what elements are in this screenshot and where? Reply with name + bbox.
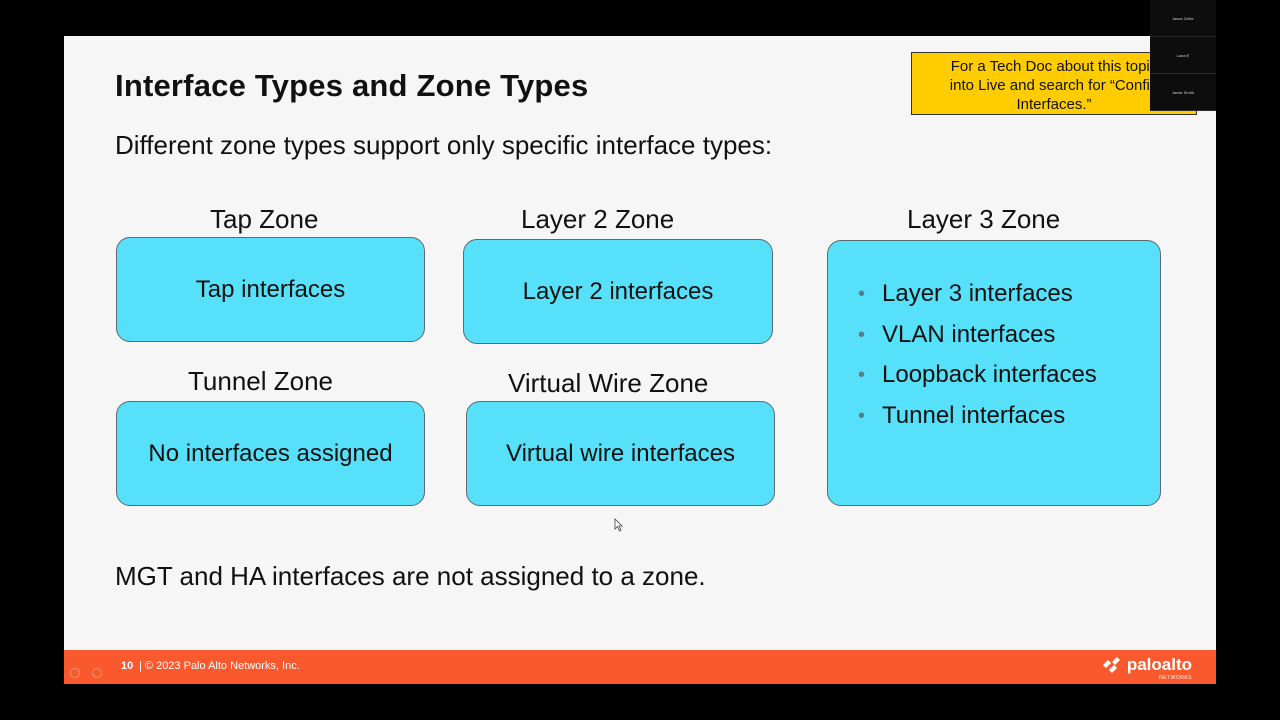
participant-tile[interactable]: Jason Zeller — [1150, 0, 1216, 37]
bullet-icon: • — [858, 396, 865, 437]
layer3-zone-label: Layer 3 Zone — [907, 204, 1060, 235]
layer2-zone-label: Layer 2 Zone — [521, 204, 674, 235]
vwire-zone-box: Virtual wire interfaces — [466, 401, 775, 506]
list-item: •Layer 3 interfaces — [858, 274, 1097, 315]
layer2-zone-box: Layer 2 interfaces — [463, 239, 773, 344]
layer3-zone-box: •Layer 3 interfaces •VLAN interfaces •Lo… — [827, 240, 1161, 506]
tunnel-zone-label: Tunnel Zone — [188, 366, 333, 397]
bullet-icon: • — [858, 274, 865, 315]
list-item: •Loopback interfaces — [858, 355, 1097, 396]
list-item: •Tunnel interfaces — [858, 396, 1097, 437]
next-slide-icon[interactable] — [92, 668, 102, 678]
logo-text: paloalto — [1127, 657, 1192, 673]
vwire-zone-content: Virtual wire interfaces — [506, 440, 735, 468]
participant-name: Lana E — [1177, 53, 1190, 58]
page-number: 10 — [121, 660, 133, 672]
tap-zone-label: Tap Zone — [210, 204, 318, 235]
bullet-icon: • — [858, 315, 865, 356]
participant-panel: Jason Zeller Lana E Jamie Smith — [1150, 0, 1216, 114]
tunnel-zone-box: No interfaces assigned — [116, 401, 425, 506]
previous-slide-icon[interactable] — [70, 668, 80, 678]
slide-title: Interface Types and Zone Types — [115, 68, 588, 104]
participant-name: Jason Zeller — [1172, 16, 1194, 21]
slide-footer: 10 | © 2023 Palo Alto Networks, Inc. pal… — [64, 650, 1216, 684]
layer3-interface-list: •Layer 3 interfaces •VLAN interfaces •Lo… — [828, 241, 1097, 436]
tap-zone-content: Tap interfaces — [196, 276, 345, 304]
vwire-zone-label: Virtual Wire Zone — [508, 368, 708, 399]
paloalto-logo-icon — [1101, 657, 1123, 673]
participant-tile[interactable]: Lana E — [1150, 37, 1216, 74]
participant-name: Jamie Smith — [1172, 90, 1194, 95]
participant-tile[interactable]: Jamie Smith — [1150, 74, 1216, 111]
presentation-slide: Interface Types and Zone Types Different… — [64, 36, 1216, 684]
tunnel-zone-content: No interfaces assigned — [148, 440, 392, 468]
layer2-zone-content: Layer 2 interfaces — [523, 278, 714, 306]
slide-footnote: MGT and HA interfaces are not assigned t… — [115, 561, 706, 592]
paloalto-logo: paloalto NETWORKS — [1101, 657, 1192, 673]
mouse-cursor-icon — [614, 518, 623, 532]
logo-subtext: NETWORKS — [1159, 675, 1192, 681]
slide-subtitle: Different zone types support only specif… — [115, 130, 772, 161]
list-item: •VLAN interfaces — [858, 315, 1097, 356]
bullet-icon: • — [858, 355, 865, 396]
tap-zone-box: Tap interfaces — [116, 237, 425, 342]
copyright-text: | © 2023 Palo Alto Networks, Inc. — [139, 660, 300, 672]
